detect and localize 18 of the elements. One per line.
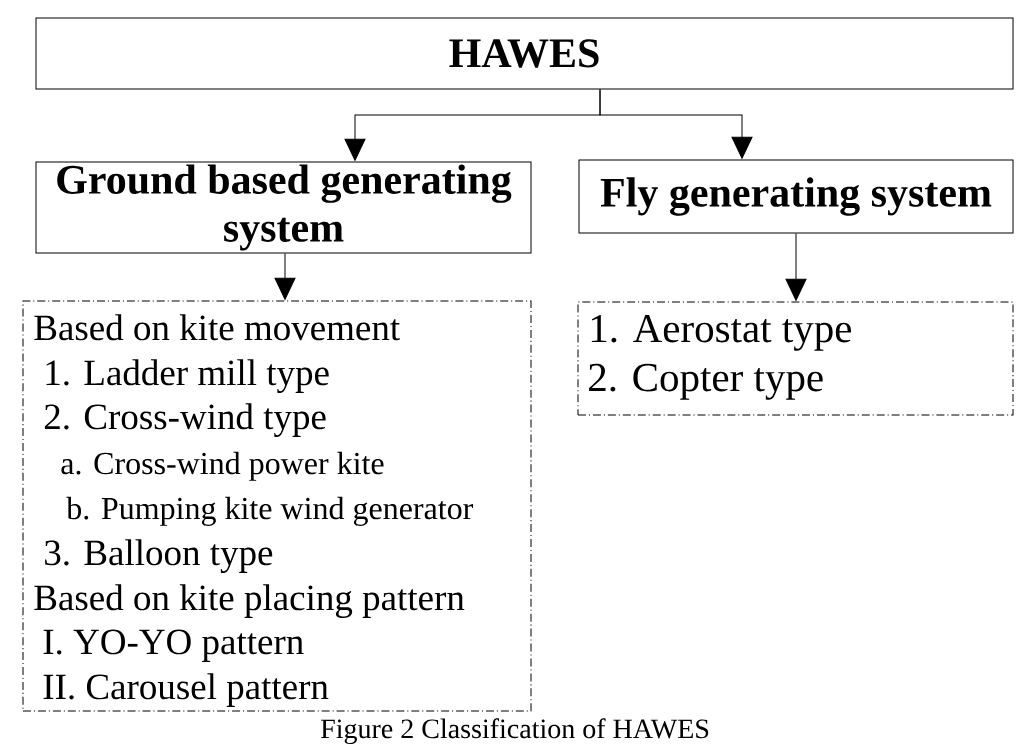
category-box: Fly generating system — [578, 159, 1014, 234]
list-item: 1. Aerostat type — [591, 314, 851, 351]
list-item: 2. Copter type — [589, 363, 823, 400]
arrow — [274, 253, 296, 300]
arrow — [785, 233, 807, 301]
list-item: b. Pumping kite wind generator — [66, 496, 474, 526]
list-item: II. Carousel pattern — [43, 673, 329, 707]
figure-caption: Figure 2 Classification of HAWES — [320, 718, 709, 745]
group-heading: Based on kite placing pattern — [34, 584, 465, 618]
arrow — [599, 89, 753, 159]
category-box: Ground based generating system — [35, 161, 532, 254]
list-item: I. YO-YO pattern — [43, 629, 304, 662]
list-item: a. Cross-wind power kite — [61, 451, 384, 481]
list-item: 1. Ladder mill type — [46, 359, 329, 393]
list-item: 2. Cross-wind type — [44, 403, 326, 437]
list-item: 3. Balloon type — [45, 539, 273, 573]
category-box: HAWES — [35, 17, 1014, 90]
group-heading: Based on kite movement — [34, 314, 400, 341]
